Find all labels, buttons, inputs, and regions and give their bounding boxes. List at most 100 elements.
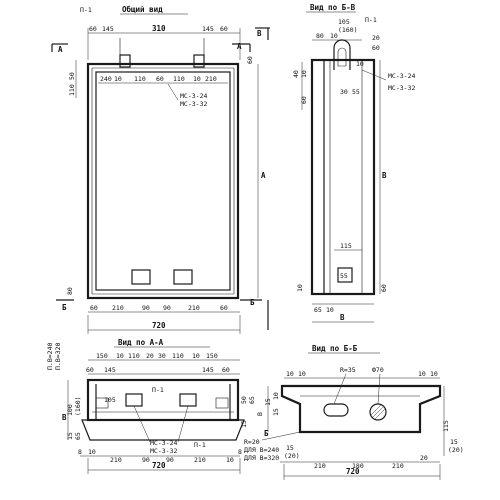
bb-bottom-3: 180 [352,462,364,470]
bb-base-1: ДЛЯ В=320 [244,454,279,462]
bb-total-width: 720 [346,467,360,476]
bb-hole: Ф70 [372,366,384,374]
aa-top-3: 20 [146,352,154,360]
dim-bottom-3: 90 [163,304,171,312]
bv-right-0: 20 [372,34,380,42]
aa-second-0: 60 [86,366,94,374]
aa-left-dim-3: 15 [66,432,74,440]
dim-bottom-0: 60 [90,304,98,312]
cut-mark-a-left: А [58,45,63,54]
aa-right-0: 50 [240,396,248,404]
bv-right-1: 60 [372,44,380,52]
dim-right-small: 60 [246,56,254,64]
dim-left-0: 50 [68,72,76,80]
bv-side-1: 60 [380,284,388,292]
bv-bottom-1: 10 [326,306,334,314]
cut-mark-a-right: А [237,42,242,51]
bv-low-0: 115 [340,242,352,250]
aa-left-dim-4: 65 [74,432,82,440]
bb-left-mark-1: Б [264,429,269,438]
aa-top-5: 110 [172,352,184,360]
bb-radius: R=35 [340,366,356,374]
bv-dim-3: 10 [330,32,338,40]
bv-dim-0: 105 [338,18,350,26]
aa-bottom-6b: 8 [238,448,242,456]
aa-top-4: 30 [158,352,166,360]
bb-right-3: (20) [448,446,464,454]
bv-width-mark: В [340,313,345,322]
aa-left-dim-0: 105 [104,396,116,404]
bv-mesh-1: МС-3-32 [388,84,415,92]
aa-bottom-5: 10 [226,456,234,464]
dim-bottom-2: 90 [142,304,150,312]
aa-mesh-1: МС-3-32 [150,447,177,455]
aa-p1: П-1 [152,386,164,394]
bv-mid-0: 30 [340,88,348,96]
bb-radius-low: R=20 [244,438,260,446]
dim-inner-4: 110 [173,75,185,83]
aa-left-dim-1: 100 [66,404,74,416]
bv-side-0: 10 [296,284,304,292]
bb-bottom-0: 15 [286,444,294,452]
aa-bottom-4: 210 [194,456,206,464]
bb-top-0: 10 [286,370,294,378]
aa-top-6: 10 [192,352,200,360]
dim-inner-2: 110 [134,75,146,83]
aa-top-1: 10 [116,352,124,360]
dim-bottom-1: 210 [112,304,124,312]
aa-bottom-3: 90 [166,456,174,464]
bb-top-3: 10 [430,370,438,378]
cut-mark-b-left: Б [62,303,67,312]
dim-top-1: 145 [102,25,114,33]
bb-left-dim-2: 15 [272,408,280,416]
aa-top-2: 110 [128,352,140,360]
bv-left-0: 40 [292,70,300,78]
bb-bottom-1: (20) [284,452,300,460]
bb-base-0: ДЛЯ В=240 [244,446,279,454]
height-mark-a: А [261,171,266,180]
section-mark-p1: П-1 [80,6,92,14]
aa-total-width: 720 [152,461,166,470]
view-bv-title: Вид по Б-В [310,3,356,12]
bv-height-mark: В [382,171,387,180]
bb-left-mark-0: В [256,412,264,416]
bv-dim-1: (160) [338,26,358,34]
bb-bottom-5: 20 [420,454,428,462]
dim-top-2: 310 [152,24,166,33]
bv-left-2: 60 [300,96,308,104]
aa-left-dim-2: (160) [74,396,82,416]
cut-mark-b-right: Б [250,298,255,307]
view-bv-p1: П-1 [365,16,377,24]
aa-top-0: 150 [96,352,108,360]
aa-second-2: 145 [202,366,214,374]
dim-top-0: 60 [89,25,97,33]
aa-bottom-2: 90 [142,456,150,464]
bb-right-0: 15 [450,438,458,446]
bb-bottom-2: 210 [314,462,326,470]
bb-top-1: 10 [298,370,306,378]
dim-inner-5: 10 [193,75,201,83]
view-bb-title: Вид по Б-Б [312,344,358,353]
aa-second-3: 60 [222,366,230,374]
dim-top-4: 60 [220,25,228,33]
dim-total-width: 720 [152,321,166,330]
dim-inner-6: 210 [205,75,217,83]
aa-left-label-1: П.В=320 [54,343,62,370]
aa-mesh-0: МС-3-24 [150,439,177,447]
aa-bottom-6a: 8 [78,448,82,456]
general-view-title: Общий вид [122,5,163,14]
dim-inner-3: 60 [156,75,164,83]
dim-top-3: 145 [202,25,214,33]
aa-right-1: 65 [248,396,256,404]
bb-bottom-4: 210 [392,462,404,470]
aa-height-mark: В [62,413,67,422]
dim-left-1: 110 [68,84,76,96]
aa-left-label-0: П.В=240 [46,343,54,370]
aa-p1-low: П-1 [194,441,206,449]
dim-right-80: 80 [66,287,74,295]
dim-inner-1: 10 [114,75,122,83]
dim-bottom-5: 60 [220,304,228,312]
aa-bottom-1: 210 [110,456,122,464]
bv-dim-2: 80 [316,32,324,40]
bv-bottom-0: 65 [314,306,322,314]
